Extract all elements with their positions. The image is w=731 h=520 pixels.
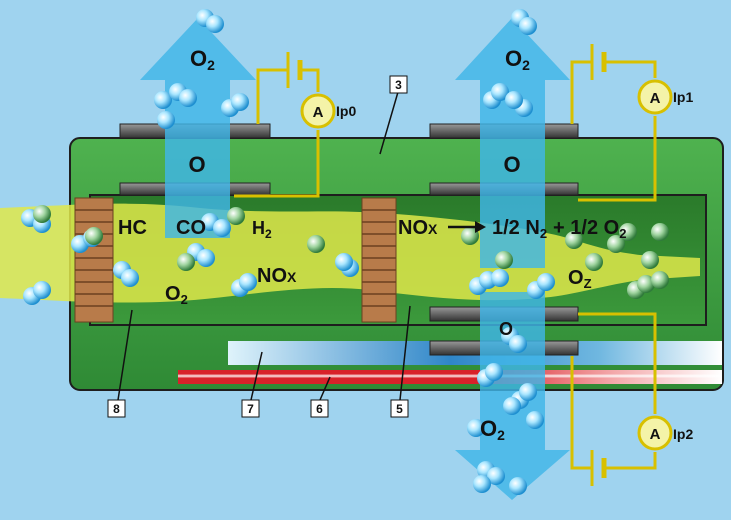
oxygen-molecule: [491, 269, 509, 287]
gas-molecule: [619, 223, 637, 241]
gas-molecule: [585, 253, 603, 271]
gas-molecule: [227, 207, 245, 225]
oxygen-molecule: [519, 383, 537, 401]
gas-molecule: [565, 231, 583, 249]
gas-molecule: [607, 235, 625, 253]
nox-label-left: NOX: [257, 265, 297, 287]
gas-molecule: [641, 251, 659, 269]
co-label: CO: [176, 217, 206, 239]
oz-label: OZ: [568, 267, 592, 291]
hc-label: HC: [118, 217, 147, 239]
ip2-label: Ip2: [673, 426, 693, 442]
gas-molecule: [651, 271, 669, 289]
oxygen-molecule: [239, 273, 257, 291]
gas-molecule: [461, 227, 479, 245]
svg-text:7: 7: [247, 402, 254, 416]
oxygen-molecule: [505, 91, 523, 109]
oxygen-molecule: [213, 219, 231, 237]
reaction-products: 1/2 N2+ 1/2 O2: [492, 217, 626, 241]
gas-molecule: [651, 223, 669, 241]
svg-text:6: 6: [316, 402, 323, 416]
ammeter-ip1: A: [637, 79, 673, 115]
oxygen-molecules: [21, 9, 555, 495]
ammeter-symbol-ip0: A: [313, 104, 324, 121]
o2-label-cavity: O2: [165, 283, 188, 307]
diffusion-barrier-middle: [361, 197, 397, 323]
svg-text:3: 3: [395, 78, 402, 92]
ammeter-ip0: A: [300, 93, 336, 129]
o2-label-bottom: O2: [480, 416, 505, 443]
callout-8: 8: [107, 399, 126, 418]
oxygen-molecule: [537, 273, 555, 291]
oxygen-molecule: [487, 467, 505, 485]
oxygen-molecule: [197, 249, 215, 267]
o2-label-top-right: O2: [505, 46, 530, 73]
gas-molecule: [85, 227, 103, 245]
callout-6: 6: [310, 399, 329, 418]
battery-symbols: [286, 44, 607, 486]
gas-molecule: [495, 251, 513, 269]
ammeter-symbol-ip2: A: [650, 426, 661, 443]
gas-molecule: [307, 235, 325, 253]
o2-label-top-left: O2: [190, 46, 215, 73]
gas-molecule: [177, 253, 195, 271]
oxygen-molecule: [467, 419, 485, 437]
oxygen-arrow-left: [140, 18, 256, 238]
callout-leaders: [117, 91, 411, 401]
oxygen-molecule: [154, 91, 172, 109]
h2-label: H2: [252, 218, 272, 241]
oxygen-flow-arrows: [140, 18, 570, 500]
oxygen-molecule: [473, 475, 491, 493]
oxygen-molecule: [491, 83, 509, 101]
diffusion-barrier-left: [74, 197, 114, 323]
oxygen-molecule: [485, 363, 503, 381]
ip0-label: Ip0: [336, 103, 356, 119]
callout-7: 7: [241, 399, 260, 418]
ip1-label: Ip1: [673, 89, 693, 105]
wiring: [234, 60, 657, 470]
oxygen-molecule: [33, 281, 51, 299]
oxygen-molecule: [509, 335, 527, 353]
oxygen-molecule: [231, 93, 249, 111]
ammeter-ip2: A: [637, 415, 673, 451]
oxygen-ion-left: O: [188, 152, 205, 177]
oxygen-molecule: [157, 111, 175, 129]
gas-molecules: [33, 205, 669, 299]
oxygen-molecule: [335, 253, 353, 271]
gas-molecule: [33, 205, 51, 223]
oxygen-molecule: [526, 411, 544, 429]
svg-text:5: 5: [396, 402, 403, 416]
oxygen-molecule: [121, 269, 139, 287]
oxygen-ion-bottom: O: [499, 319, 513, 339]
svg-text:8: 8: [113, 402, 120, 416]
oxygen-molecule: [503, 397, 521, 415]
reaction-nox: NOX: [398, 217, 438, 239]
oxygen-ion-right: O: [503, 152, 520, 177]
callout-5: 5: [390, 399, 409, 418]
gas-molecule: [637, 275, 655, 293]
oxygen-molecule: [519, 17, 537, 35]
oxygen-molecule: [509, 477, 527, 495]
ammeter-symbol-ip1: A: [650, 90, 661, 107]
oxygen-molecule: [179, 89, 197, 107]
reaction-arrow: [448, 221, 486, 233]
oxygen-arrow-right: [455, 18, 570, 268]
oxygen-molecule: [206, 15, 224, 33]
callout-3: 3: [389, 75, 408, 94]
